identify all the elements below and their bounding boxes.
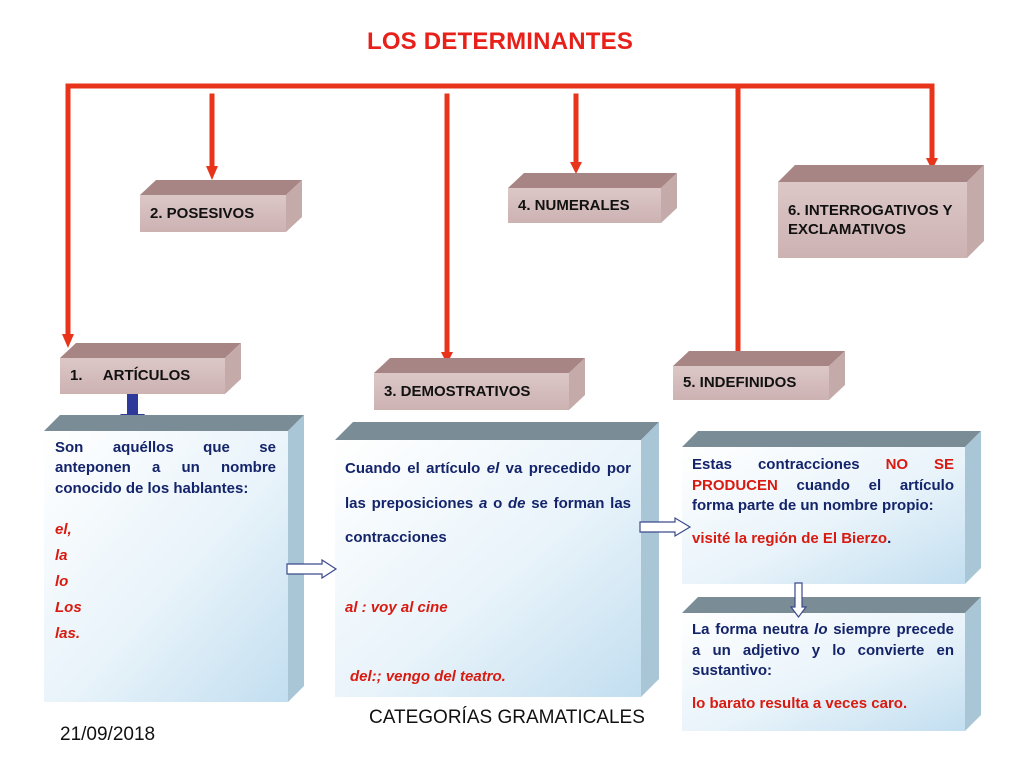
articulo-form-la: la [55, 546, 68, 564]
arrowhead-posesivos [206, 166, 218, 180]
articulo-form-el: el, [55, 520, 72, 538]
label-box-interrogativos [778, 165, 984, 258]
neutra-text: La forma neutra lo siempre precede a un … [692, 621, 954, 679]
label-demostrativos: 3. DEMOSTRATIVOS [374, 373, 569, 410]
connector-tree [65, 83, 935, 359]
articulos-intro: Son aquéllos que se anteponen a un nombr… [55, 439, 276, 497]
arrowhead-numerales [570, 162, 582, 174]
label-articulos-text: 1. ARTÍCULOS [70, 367, 191, 385]
label-numerales: 4. NUMERALES [508, 188, 661, 223]
articulo-form-los: Los [55, 598, 82, 616]
neutra-example: lo barato resulta a veces caro. [692, 694, 908, 712]
panel-neutra-text: La forma neutra lo siempre precede a un … [692, 620, 954, 714]
label-box-posesivos [140, 180, 302, 232]
footer-date: 21/09/2018 [60, 724, 156, 745]
link-arrow-contracciones-to-no-contraccion [639, 516, 692, 538]
articulos-forms: el, la lo Los las. [55, 517, 276, 647]
no-contraccion-text: Estas contracciones NO SE PRODUCEN cuand… [692, 456, 954, 514]
label-indefinidos-text: 5. INDEFINIDOS [683, 374, 797, 392]
panel-contracciones-text: Cuando el artículo el va precedido por l… [345, 452, 631, 695]
panel-no-contraccion-text: Estas contracciones NO SE PRODUCEN cuand… [692, 455, 954, 549]
contracciones-example-del: del:; vengo del teatro. [350, 668, 506, 685]
no-contraccion-example: visité la región de El Bierzo. [692, 529, 892, 547]
articulo-form-las: las. [55, 624, 81, 642]
contracciones-intro: Cuando el artículo el va precedido por l… [345, 460, 631, 546]
label-box-numerales [508, 173, 677, 223]
label-box-demostrativos [374, 358, 585, 410]
page-title: LOS DETERMINANTES [366, 28, 634, 55]
articulo-form-lo: lo [55, 572, 69, 590]
label-indefinidos: 5. INDEFINIDOS [673, 366, 829, 400]
contracciones-example-al: al : voy al cine [345, 598, 448, 616]
label-box-indefinidos [673, 351, 845, 400]
label-articulos: 1. ARTÍCULOS [60, 358, 225, 394]
panel-articulos-text: Son aquéllos que se anteponen a un nombr… [55, 438, 276, 647]
panel-neutra [682, 597, 981, 731]
label-interrogativos-text: 6. INTERROGATIVOS Y EXCLAMATIVOS [788, 201, 953, 238]
arrowhead-interrogativos [926, 158, 938, 170]
label-numerales-text: 4. NUMERALES [518, 196, 630, 214]
panel-articulos [44, 415, 304, 702]
panel-no-contraccion [682, 431, 981, 584]
link-arrow-no-contraccion-to-neutra [789, 582, 808, 618]
panel-contracciones [335, 422, 659, 697]
label-posesivos-text: 2. POSESIVOS [150, 204, 255, 222]
label-box-articulos [60, 343, 241, 394]
arrowhead-articulos [62, 334, 74, 348]
footer-category: CATEGORÍAS GRAMATICALES [369, 707, 645, 728]
label-interrogativos: 6. INTERROGATIVOS Y EXCLAMATIVOS [778, 182, 964, 258]
label-demostrativos-text: 3. DEMOSTRATIVOS [384, 382, 531, 400]
label-posesivos: 2. POSESIVOS [140, 195, 286, 232]
link-arrow-articulos-to-contracciones [286, 558, 338, 580]
